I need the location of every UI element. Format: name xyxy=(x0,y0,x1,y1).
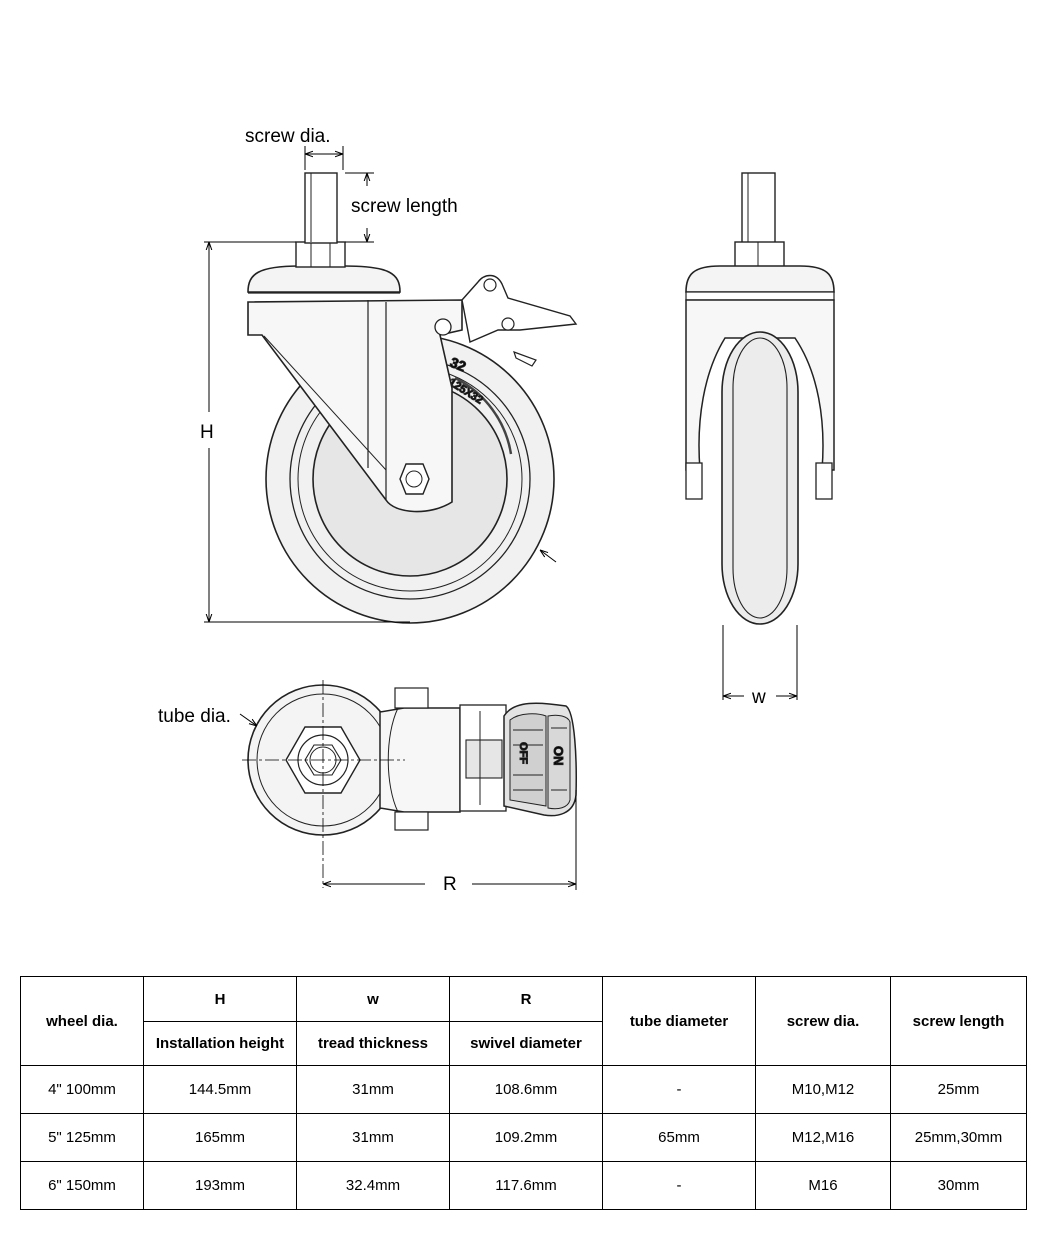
table-cell: 109.2mm xyxy=(449,1113,603,1162)
table-cell: M12,M16 xyxy=(755,1113,891,1162)
dimension-swivel xyxy=(323,790,577,890)
table-row: 6" 150mm 193mm 32.4mm 117.6mm - M16 30mm xyxy=(20,1161,1027,1210)
side-top-plate xyxy=(247,265,401,293)
table-row: 4" 100mm 144.5mm 31mm 108.6mm - M10,M12 … xyxy=(20,1065,1027,1114)
dimension-screw-length xyxy=(345,172,374,243)
caster-technical-drawing: 32 125X32 screw dia. xyxy=(158,126,835,895)
side-view: 32 125X32 xyxy=(247,172,578,624)
label-screw-dia: screw dia. xyxy=(245,126,331,147)
side-axle-bolt xyxy=(399,463,430,495)
label-tube-dia: tube dia. xyxy=(158,706,231,727)
label-swivel: R xyxy=(443,874,457,895)
side-nut xyxy=(295,241,346,268)
table-cell: 5" 125mm xyxy=(20,1113,144,1162)
header-screw-dia: screw dia. xyxy=(755,976,891,1066)
table-cell: 30mm xyxy=(890,1161,1027,1210)
label-screw-length: screw length xyxy=(351,196,458,217)
label-width: w xyxy=(751,687,766,708)
table-cell: 4" 100mm xyxy=(20,1065,144,1114)
header-swivel-diameter: swivel diameter xyxy=(449,1021,603,1066)
label-height: H xyxy=(200,422,214,443)
header-screw-length: screw length xyxy=(890,976,1027,1066)
side-fork xyxy=(247,299,463,513)
table-cell: 25mm,30mm xyxy=(890,1113,1027,1162)
wheel-marking-outer: 32 xyxy=(448,354,469,375)
table-cell: - xyxy=(602,1161,756,1210)
table-cell: 193mm xyxy=(143,1161,297,1210)
header-row: wheel dia. H w R tube diameter screw dia… xyxy=(20,976,1027,1066)
front-view xyxy=(685,172,835,625)
dimension-height xyxy=(204,241,410,623)
side-brake-lever xyxy=(434,274,578,367)
front-nut xyxy=(734,241,785,268)
header-wheel-dia: wheel dia. xyxy=(20,976,144,1066)
front-screw xyxy=(741,172,776,244)
table-cell: 25mm xyxy=(890,1065,1027,1114)
front-wheel xyxy=(721,331,799,625)
table-cell: 117.6mm xyxy=(449,1161,603,1210)
table-cell: M10,M12 xyxy=(755,1065,891,1114)
front-axle-left xyxy=(685,462,703,500)
dimension-width xyxy=(722,625,798,700)
front-axle-right xyxy=(815,462,833,500)
table-cell: 144.5mm xyxy=(143,1065,297,1114)
leader-wheel-dia xyxy=(540,550,557,563)
table-cell: 165mm xyxy=(143,1113,297,1162)
header-h: H xyxy=(143,976,297,1022)
table-cell: 65mm xyxy=(602,1113,756,1162)
table-cell: 31mm xyxy=(296,1113,450,1162)
pedal-text-on: ON xyxy=(551,746,566,766)
table-cell: 31mm xyxy=(296,1065,450,1114)
header-r: R xyxy=(449,976,603,1022)
header-tube-diameter: tube diameter xyxy=(602,976,756,1066)
table-cell: 32.4mm xyxy=(296,1161,450,1210)
leader-tube-dia xyxy=(239,713,257,726)
table-cell: 108.6mm xyxy=(449,1065,603,1114)
front-top-plate xyxy=(685,265,835,293)
top-centerlines xyxy=(242,680,405,888)
header-tread-thickness: tread thickness xyxy=(296,1021,450,1066)
dimension-screw-dia xyxy=(304,146,344,170)
pedal-text-off: OFF xyxy=(517,742,529,764)
table-cell: - xyxy=(602,1065,756,1114)
table-cell: M16 xyxy=(755,1161,891,1210)
side-screw xyxy=(304,172,338,244)
table-row: 5" 125mm 165mm 31mm 109.2mm 65mm M12,M16… xyxy=(20,1113,1027,1162)
header-installation-height: Installation height xyxy=(143,1021,297,1066)
table-cell: 6" 150mm xyxy=(20,1161,144,1210)
header-w: w xyxy=(296,976,450,1022)
spec-table: wheel dia. H w R tube diameter screw dia… xyxy=(20,976,1027,1210)
